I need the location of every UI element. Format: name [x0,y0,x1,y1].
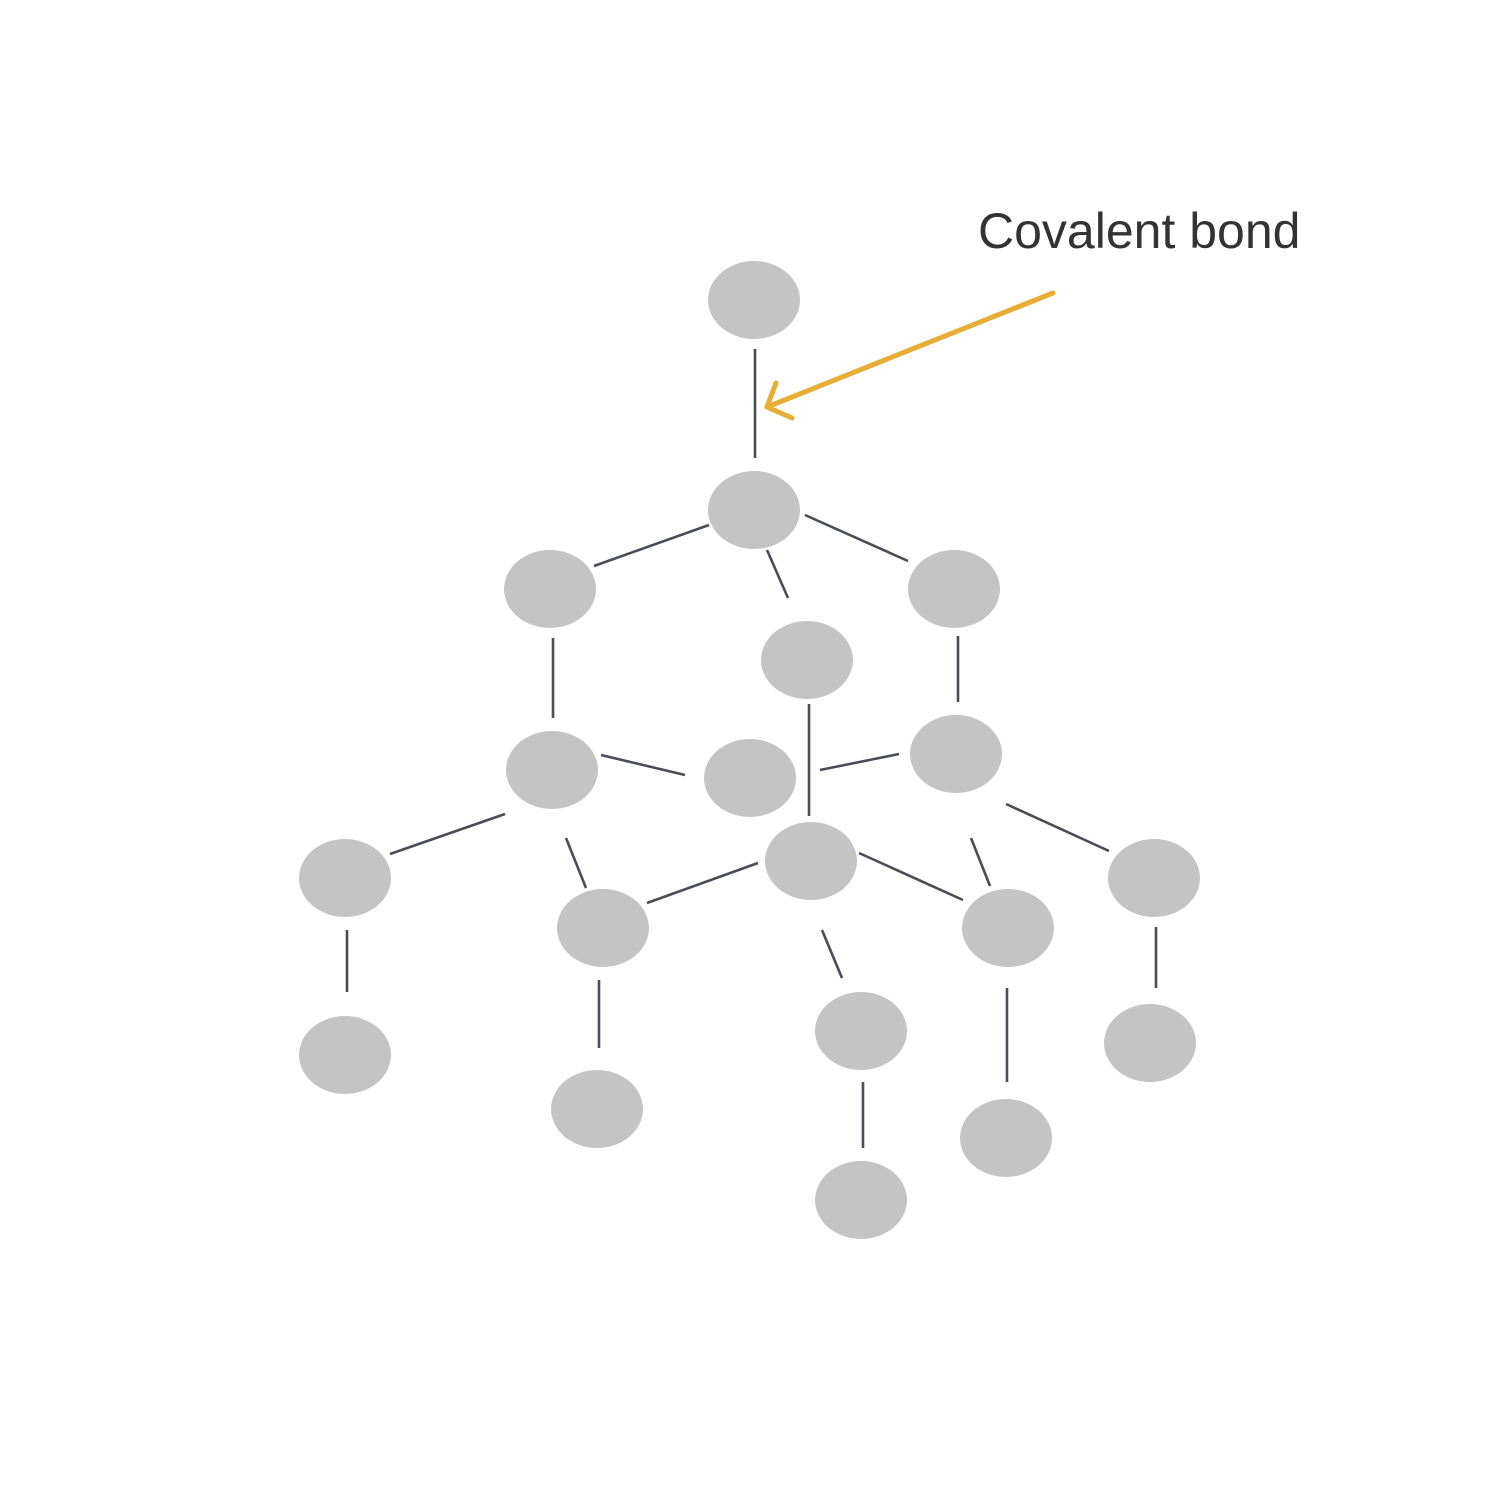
atom [506,731,598,809]
atom [761,621,853,699]
atom [557,889,649,967]
bond-line [593,523,710,568]
bond-line [564,837,588,889]
bond-line [820,929,844,979]
covalent-bond-callout: Covalent bond [764,203,1300,421]
bond-line [389,812,506,856]
atom [962,889,1054,967]
atom [551,1070,643,1148]
callout-arrow-shaft [764,290,1056,410]
atoms-group [299,261,1200,1239]
atom [765,822,857,900]
callout-label: Covalent bond [978,203,1300,259]
atom [960,1099,1052,1177]
atom [299,1016,391,1094]
atom [1108,839,1200,917]
bond-line [858,851,964,902]
atom [299,839,391,917]
bond-line [819,752,900,772]
atom [910,715,1002,793]
callout-arrow-head [764,380,795,421]
bond-line [1005,802,1110,853]
atom [708,471,800,549]
bond-line [969,837,992,887]
bond-line [765,549,790,599]
atom [504,550,596,628]
atom [815,1161,907,1239]
atom [908,550,1000,628]
bond-line [600,753,686,777]
atom [815,992,907,1070]
bonds-group [345,349,1158,1148]
atom [1104,1004,1196,1082]
atom [704,739,796,817]
bond-line [646,861,759,905]
bond-line [804,513,909,563]
atom [708,261,800,339]
